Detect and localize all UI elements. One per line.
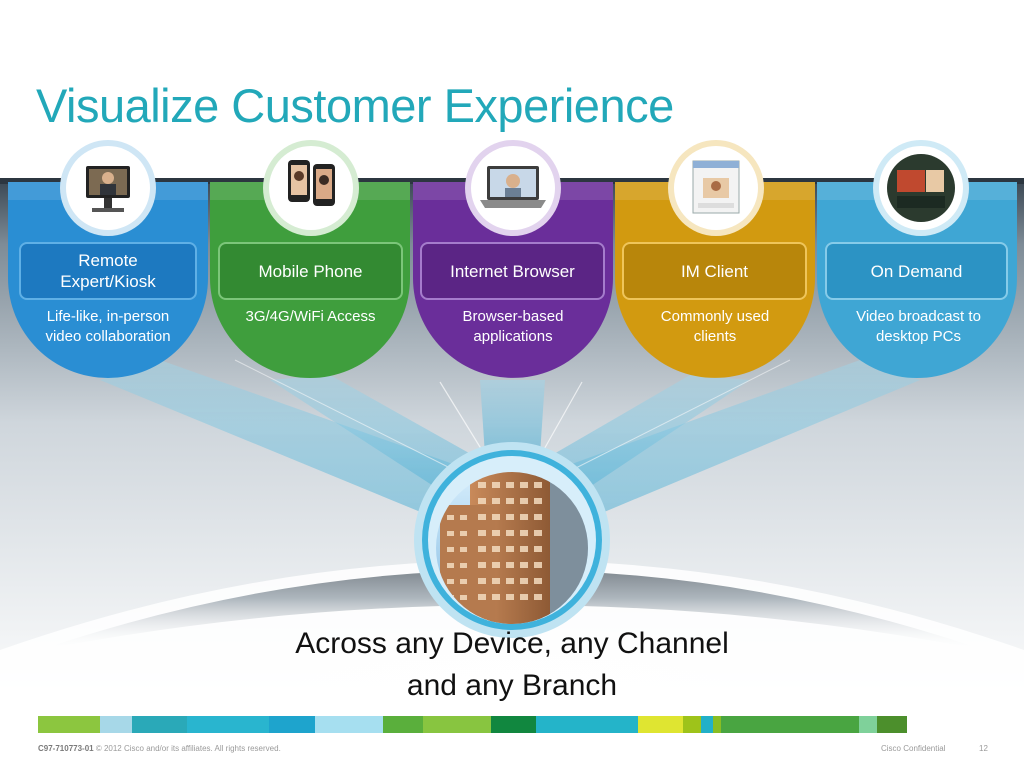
stripe-segment xyxy=(315,716,383,733)
stripe-segment xyxy=(638,716,683,733)
channel-title-remote: Remote Expert/Kiosk xyxy=(60,251,156,291)
channel-card-ondemand xyxy=(817,140,1017,378)
stripe-segment xyxy=(536,716,638,733)
telepresence-kiosk-icon xyxy=(86,166,130,212)
channel-desc-mobile: 3G/4G/WiFi Access xyxy=(245,308,376,325)
connection-beams xyxy=(100,359,920,520)
branch-hub xyxy=(414,442,610,638)
footer-doc-id: C97-710773-01 xyxy=(38,744,94,753)
channel-title-browser: Internet Browser xyxy=(450,261,575,281)
channel-desc-remote: Life-like, in-person video collaboration xyxy=(45,308,171,345)
channel-desc-im: Commonly used clients xyxy=(660,308,770,345)
channel-desc-browser: Browser-based applications xyxy=(462,308,564,345)
im-window-icon xyxy=(692,160,740,214)
channel-diagram xyxy=(0,140,1024,740)
stripe-segment xyxy=(701,716,713,733)
laptop-icon xyxy=(480,166,546,208)
stripe-segment xyxy=(269,716,315,733)
stripe-segment xyxy=(721,716,859,733)
stripe-segment xyxy=(877,716,907,733)
footer-copyright: C97-710773-01 © 2012 Cisco and/or its af… xyxy=(38,744,281,753)
stripe-segment xyxy=(713,716,721,733)
channel-card-remote xyxy=(8,140,208,378)
stripe-segment xyxy=(132,716,187,733)
smartphones-icon xyxy=(288,160,335,206)
stripe-segment xyxy=(423,716,491,733)
channel-card-browser xyxy=(413,140,613,378)
footer-copyright-text: © 2012 Cisco and/or its affiliates. All … xyxy=(95,744,281,753)
stripe-segment xyxy=(859,716,877,733)
footer-page-number: 12 xyxy=(979,744,988,753)
slide-title: Visualize Customer Experience xyxy=(36,79,674,132)
stripe-segment xyxy=(683,716,701,733)
tagline-line-2: and any Branch xyxy=(406,669,618,702)
stripe-segment xyxy=(38,716,100,733)
brand-color-stripe xyxy=(38,716,907,733)
channel-card-im xyxy=(615,140,815,378)
stripe-segment xyxy=(187,716,269,733)
video-broadcast-icon xyxy=(887,154,955,222)
channel-title-ondemand: On Demand xyxy=(870,261,963,281)
channel-desc-ondemand: Video broadcast to desktop PCs xyxy=(856,308,981,345)
channel-card-mobile xyxy=(210,140,410,378)
channel-title-mobile: Mobile Phone xyxy=(258,261,363,281)
stripe-segment xyxy=(100,716,132,733)
stripe-segment xyxy=(383,716,423,733)
stripe-segment xyxy=(491,716,536,733)
footer-confidential: Cisco Confidential xyxy=(881,744,946,753)
tagline: Across any Device, any Channel and any B… xyxy=(212,623,812,707)
tagline-line-1: Across any Device, any Channel xyxy=(295,627,729,660)
channel-title-im: IM Client xyxy=(680,261,749,281)
